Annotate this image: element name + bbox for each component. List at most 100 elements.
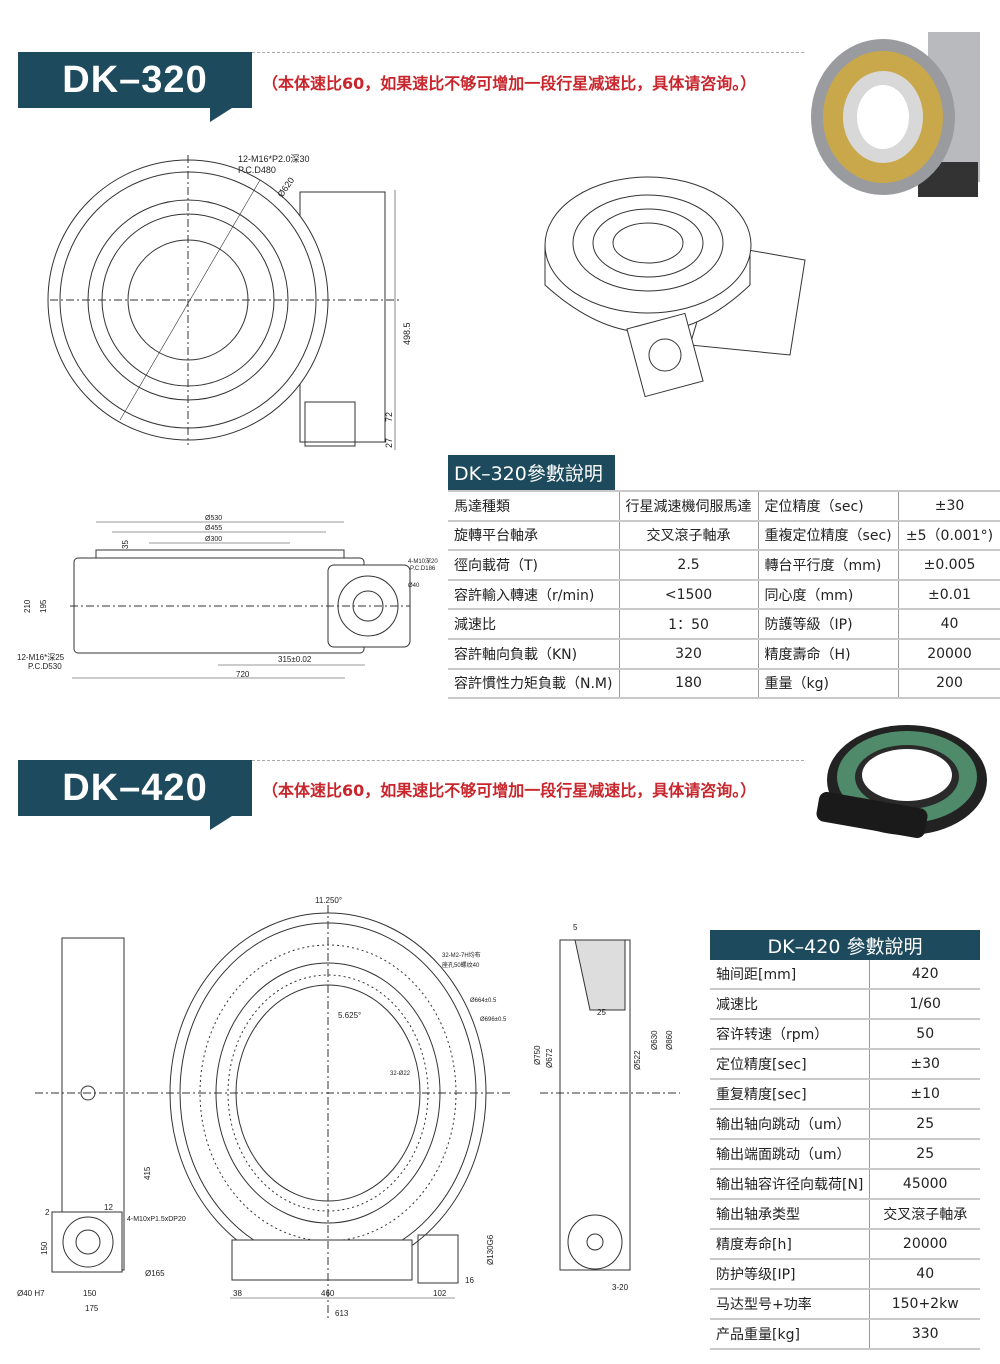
model-tag-dk320: DK–320 (18, 52, 252, 108)
label-d40: Ø40 H7 (17, 1289, 45, 1298)
spec-value: 45000 (869, 1169, 980, 1200)
dk320-side-view-drawing: Ø530 Ø455 Ø300 35 210 195 12-M16*深25 P.C… (17, 515, 438, 679)
label-h2: 27 (384, 438, 394, 448)
label-height: 498.5 (402, 322, 412, 345)
label-bolt: 12-M16*深25 (17, 653, 65, 662)
dk420-table-title: DK–420 參數說明 (710, 930, 980, 960)
label-3-20: 3-20 (612, 1283, 629, 1292)
spec-value: ±30 (898, 491, 1000, 522)
spec-label: 输出端面跳动（um） (710, 1139, 871, 1170)
spec-label: 重複定位精度（sec) (758, 520, 900, 552)
label-holes2: 32-Ø22 (390, 1071, 411, 1077)
spec-value: 330 (869, 1319, 980, 1350)
label-d165: Ø165 (145, 1269, 165, 1278)
spec-label: 输出轴容许径向载荷[N] (710, 1169, 871, 1200)
spec-value: ±0.01 (898, 579, 1000, 611)
spec-value: 20000 (898, 638, 1000, 670)
label-315: 315±0.02 (278, 655, 312, 664)
spec-label: 重量（kg) (758, 668, 900, 700)
spec-value: 50 (869, 1019, 980, 1050)
spec-value: 交叉滾子軸承 (869, 1199, 980, 1230)
label-25: 25 (597, 1008, 606, 1017)
spec-label: 精度寿命[h] (710, 1229, 871, 1260)
label-d750: Ø750 (533, 1045, 542, 1065)
label-12: 12 (104, 1203, 113, 1212)
spec-label: 轴间距[mm] (710, 960, 871, 990)
label-d696: Ø696±0.5 (480, 1017, 507, 1023)
spec-value: ±10 (869, 1079, 980, 1110)
label-bolt: 12-M16*P2.0深30 (238, 154, 310, 164)
label-d455: Ø455 (205, 525, 222, 532)
spec-label: 轉台平行度（mm) (758, 550, 900, 581)
spec-label: 产品重量[kg] (710, 1319, 871, 1350)
spec-value: ±0.005 (898, 550, 1000, 581)
label-motor-thread: 4-M10xP1.5xDP20 (127, 1216, 186, 1223)
spec-label: 防護等級（IP) (758, 609, 900, 640)
spec-value: 25 (869, 1139, 980, 1170)
dk320-isometric-drawing (544, 176, 806, 398)
spec-value: 320 (619, 638, 759, 670)
label-195: 195 (39, 599, 48, 613)
header-divider (252, 52, 804, 53)
spec-value: 200 (898, 668, 1000, 700)
speed-ratio-note: （本体速比60，如果速比不够可增加一段行星减速比，具体请咨询。） (262, 74, 757, 93)
spec-row: 防护等级[IP]40 (710, 1259, 980, 1290)
label-11250: 11.250° (315, 896, 342, 905)
label-motor-pcd: P.C.D186 (410, 566, 436, 572)
speed-ratio-note: （本体速比60，如果速比不够可增加一段行星减速比，具体请咨询。） (262, 781, 757, 800)
spec-value: 交叉滾子軸承 (619, 520, 759, 552)
spec-value: <1500 (619, 579, 759, 611)
spec-row: 重复精度[sec]±10 (710, 1079, 980, 1110)
label-d664: Ø664±0.5 (470, 998, 497, 1004)
spec-label: 定位精度（sec) (758, 491, 900, 522)
spec-label: 馬達種類 (448, 491, 620, 522)
label-5625: 5.625° (338, 1011, 361, 1020)
label-motor-dia: Ø40 (408, 583, 420, 589)
spec-label: 输出轴承类型 (710, 1199, 871, 1230)
spec-value: ±5（0.001°) (898, 520, 1000, 552)
spec-label: 容許輸入轉速（r/min) (448, 579, 620, 611)
spec-row: 旋轉平台軸承交叉滾子軸承重複定位精度（sec)±5（0.001°) (448, 520, 1000, 552)
spec-label: 精度壽命（H) (758, 638, 900, 670)
spec-value: 25 (869, 1109, 980, 1140)
spec-row: 精度寿命[h]20000 (710, 1229, 980, 1260)
spec-value: 180 (619, 668, 759, 700)
dk320-table-title: DK–320參數說明 (448, 455, 615, 490)
label-d130: Ø130G6 (486, 1234, 495, 1265)
label-d530: Ø530 (205, 515, 222, 522)
spec-label: 定位精度[sec] (710, 1049, 871, 1080)
label-holes1: 32-M2-7H均布 (442, 951, 481, 959)
spec-label: 減速比 (448, 609, 620, 640)
spec-row: 输出轴承类型交叉滾子軸承 (710, 1199, 980, 1230)
spec-row: 输出轴向跳动（um）25 (710, 1109, 980, 1140)
spec-row: 定位精度[sec]±30 (710, 1049, 980, 1080)
spec-row: 容许转速（rpm）50 (710, 1019, 980, 1050)
label-175: 175 (85, 1304, 99, 1313)
spec-label: 同心度（mm) (758, 579, 900, 611)
dk420-drawings: 11.250° 5.625° 32-M2-7H均布 座孔50螺纹40 Ø664±… (17, 896, 680, 1320)
spec-label: 减速比 (710, 989, 871, 1020)
label-holes1b: 座孔50螺纹40 (442, 961, 480, 969)
spec-row: 输出轴容许径向载荷[N]45000 (710, 1169, 980, 1200)
product-photo-dk320 (811, 32, 980, 197)
label-613: 613 (335, 1309, 349, 1318)
spec-label: 徑向載荷（T) (448, 550, 620, 581)
label-460: 460 (321, 1289, 335, 1298)
label-38: 38 (233, 1289, 242, 1298)
spec-label: 容許慣性力矩負載（N.M) (448, 668, 620, 700)
label-16: 16 (465, 1276, 474, 1285)
spec-value: 1：50 (619, 609, 759, 640)
label-d300: Ø300 (205, 536, 222, 543)
label-pcd: P.C.D530 (28, 662, 62, 671)
spec-value: 行星減速機伺服馬達 (619, 491, 759, 522)
spec-row: 馬達種類行星減速機伺服馬達定位精度（sec)±30 (448, 491, 1000, 522)
label-35: 35 (121, 540, 130, 549)
spec-label: 马达型号+功率 (710, 1289, 871, 1320)
